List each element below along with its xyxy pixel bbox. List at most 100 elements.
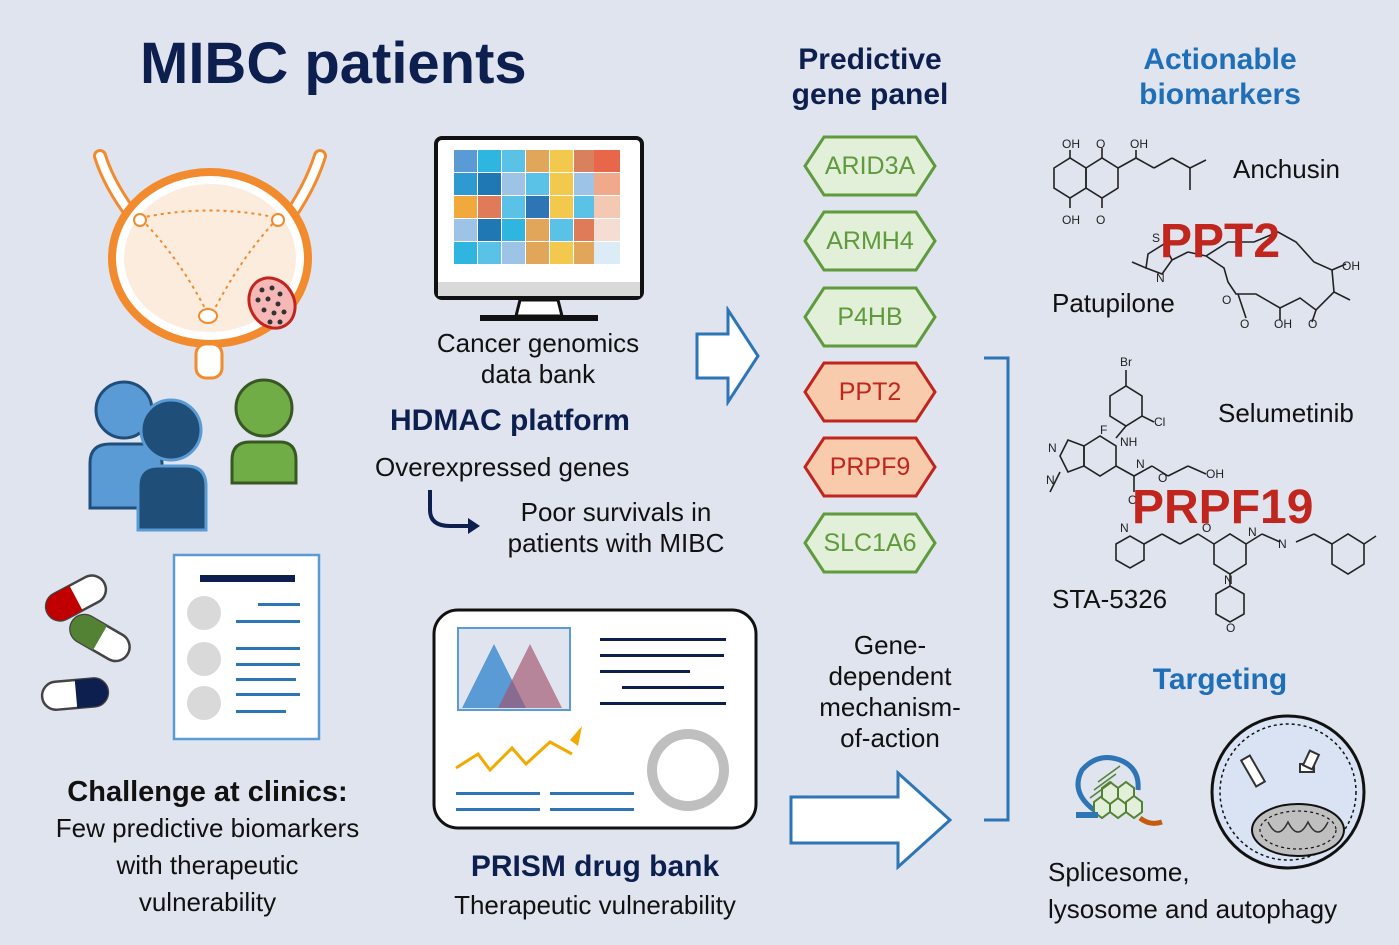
- heatmap-cell: [594, 150, 620, 172]
- heatmap-cell: [454, 219, 477, 241]
- svg-text:O: O: [1226, 621, 1235, 635]
- svg-text:N: N: [1224, 573, 1233, 587]
- heatmap-cell: [502, 150, 525, 172]
- poor-survival-line: patients with MIBC: [507, 528, 725, 558]
- report-document-icon: [172, 553, 321, 741]
- gene-label: PRPF9: [829, 453, 911, 481]
- heatmap-cell: [478, 219, 501, 241]
- gene-label: PPT2: [838, 378, 902, 406]
- sta5326-structure: N O N N N O: [1115, 521, 1377, 635]
- heatmap-cell: [454, 242, 477, 264]
- genomics-caption: Cancer genomics data bank: [408, 328, 668, 390]
- heatmap-cell: [550, 196, 573, 218]
- biomarkers-heading-line: biomarkers: [1139, 78, 1301, 111]
- genomics-caption-line: Cancer genomics: [436, 328, 640, 358]
- svg-text:N: N: [1046, 473, 1055, 487]
- challenge-line: vulnerability: [138, 887, 277, 917]
- svg-text:O: O: [1202, 521, 1211, 535]
- heatmap-cell: [550, 219, 573, 241]
- challenge-line: Few predictive biomarkers: [55, 813, 360, 843]
- heatmap-cell: [454, 173, 477, 195]
- heatmap-cell: [594, 242, 620, 264]
- heatmap-cell: [478, 242, 501, 264]
- targeting-caption-line: lysosome and autophagy: [1048, 894, 1338, 924]
- challenge-heading: Challenge at clinics:: [67, 776, 348, 808]
- bladder-illustration: [93, 149, 327, 380]
- svg-text:OH: OH: [1062, 213, 1080, 227]
- challenge-line: with therapeutic: [116, 850, 299, 880]
- block-arrow-bottom: [789, 770, 953, 870]
- cell-lysosome-icon: [1210, 714, 1366, 870]
- patients-icon: [88, 378, 298, 532]
- mechanism-line: mechanism-: [819, 692, 961, 722]
- svg-text:O: O: [1128, 493, 1137, 507]
- heatmap-cell: [594, 219, 620, 241]
- heatmap-cell: [478, 196, 501, 218]
- platform-heading: HDMAC platform: [390, 404, 630, 437]
- panel-heading: Predictive gene panel: [770, 42, 970, 112]
- svg-text:OH: OH: [1130, 138, 1148, 151]
- heatmap-cell: [574, 173, 597, 195]
- heatmap-cell: [550, 173, 573, 195]
- gene-prpf9: PRPF9: [802, 435, 938, 499]
- gene-arid3a: ARID3A: [802, 134, 938, 198]
- svg-text:OH: OH: [1274, 317, 1292, 331]
- overlay-label-ppt2: PPT2: [1160, 215, 1281, 268]
- heatmap-cell: [574, 242, 597, 264]
- panel-heading-line: Predictive: [798, 43, 942, 76]
- drug-label-sta5326: STA-5326: [1052, 584, 1168, 614]
- gene-label: ARID3A: [824, 152, 916, 180]
- heatmap-cell: [526, 173, 549, 195]
- heatmap-cell: [594, 196, 620, 218]
- svg-text:O: O: [1308, 317, 1317, 331]
- heatmap-cell: [526, 196, 549, 218]
- biomarkers-heading-line: Actionable: [1143, 43, 1297, 76]
- svg-text:O: O: [1096, 213, 1105, 227]
- biomarkers-heading: Actionable biomarkers: [1110, 42, 1330, 112]
- svg-text:O: O: [1222, 293, 1231, 307]
- gene-p4hb: P4HB: [802, 285, 938, 349]
- page-title: MIBC patients: [140, 31, 527, 96]
- genomics-caption-line: data bank: [480, 359, 596, 389]
- drug-label-patupilone: Patupilone: [1052, 288, 1175, 318]
- svg-text:NH: NH: [1120, 435, 1137, 449]
- heatmap-cell: [502, 242, 525, 264]
- pills-icon: [40, 574, 131, 711]
- svg-text:OH: OH: [1062, 138, 1080, 151]
- targeting-caption-line: Splicesome,: [1048, 857, 1190, 887]
- heatmap-cell: [574, 150, 597, 172]
- svg-text:N: N: [1136, 457, 1145, 471]
- drug-label-selumetinib: Selumetinib: [1218, 398, 1354, 428]
- overlay-label-prpf19: PRPF19: [1132, 481, 1314, 534]
- poor-survival-line: Poor survivals in: [520, 497, 712, 527]
- drug-label-anchusin: Anchusin: [1233, 154, 1340, 184]
- patupilone-structure: OH O O OH O S N: [1131, 231, 1360, 331]
- svg-text:O: O: [1240, 317, 1249, 331]
- heatmap-cell: [574, 219, 597, 241]
- heatmap-cell: [454, 196, 477, 218]
- challenge-block: Challenge at clinics: Few predictive bio…: [20, 774, 395, 921]
- prism-dashboard-icon: [432, 608, 758, 830]
- bracket: [984, 356, 1010, 822]
- svg-text:OH: OH: [1206, 467, 1224, 481]
- gene-slc1a6: SLC1A6: [802, 511, 938, 575]
- heatmap-cell: [478, 173, 501, 195]
- heatmap-cell: [550, 150, 573, 172]
- mechanism-line: dependent: [828, 661, 952, 691]
- svg-text:O: O: [1096, 138, 1105, 151]
- arrow-curved-icon: [428, 490, 480, 534]
- mechanism-line: Gene-: [853, 630, 927, 660]
- heatmap-cell: [574, 196, 597, 218]
- mechanism-block: Gene- dependent mechanism- of-action: [780, 630, 1000, 754]
- mechanism-line: of-action: [840, 723, 940, 753]
- gene-label: SLC1A6: [823, 529, 917, 557]
- overexpressed-genes-label: Overexpressed genes: [375, 452, 630, 482]
- prism-subtitle: Therapeutic vulnerability: [454, 890, 736, 920]
- gene-label: P4HB: [837, 303, 903, 331]
- svg-text:N: N: [1048, 441, 1057, 455]
- heatmap-cell: [478, 150, 501, 172]
- gene-label: ARMH4: [826, 227, 914, 255]
- gene-armh4: ARMH4: [802, 209, 938, 273]
- monitor-heatmap-icon: [434, 136, 644, 321]
- poor-survival-block: Poor survivals in patients with MIBC: [490, 497, 742, 559]
